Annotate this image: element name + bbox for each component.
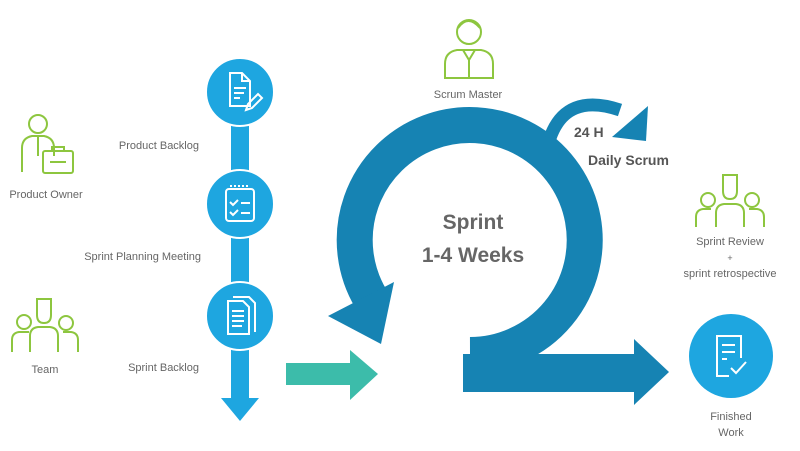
pipeline-arrow-head (221, 398, 259, 421)
checklist-icon (225, 185, 255, 222)
document-edit-icon (229, 72, 264, 112)
sprint-planning-label: Sprint Planning Meeting (84, 251, 201, 263)
sprint-planning-circle (205, 169, 275, 239)
team-label: Team (31, 364, 59, 376)
sprint-duration: 1-4 Weeks (421, 244, 525, 267)
sprint-title: Sprint (442, 211, 504, 234)
teal-input-arrow (286, 350, 378, 400)
team-icon (11, 298, 79, 352)
sprint-retrospective-label: sprint retrospective (683, 268, 777, 280)
daily-scrum-arrow (543, 98, 648, 141)
review-plus: + (727, 253, 733, 263)
sprint-backlog-label: Sprint Backlog (128, 362, 199, 374)
cycle-label: 24 H (574, 124, 604, 140)
scrum-master-label: Scrum Master (433, 89, 503, 101)
sprint-review-team-icon (695, 174, 765, 227)
backlog-pipeline (205, 57, 275, 421)
product-owner-label: Product Owner (9, 189, 83, 201)
documents-icon (227, 296, 256, 335)
sprint-loop-arrow-head (328, 282, 394, 344)
daily-scrum-label: Daily Scrum (588, 152, 669, 168)
finished-label: Finished (710, 411, 752, 423)
scrum-master-icon (444, 19, 494, 79)
product-backlog-label: Product Backlog (118, 140, 199, 152)
work-label: Work (718, 427, 744, 439)
finished-check-icon (716, 335, 747, 377)
sprint-review-label: Sprint Review (696, 236, 764, 248)
finished-work-circle (689, 314, 773, 398)
product-owner-icon (21, 114, 74, 174)
output-arrow-head (634, 339, 669, 405)
sprint-loop-arrow (328, 107, 669, 405)
